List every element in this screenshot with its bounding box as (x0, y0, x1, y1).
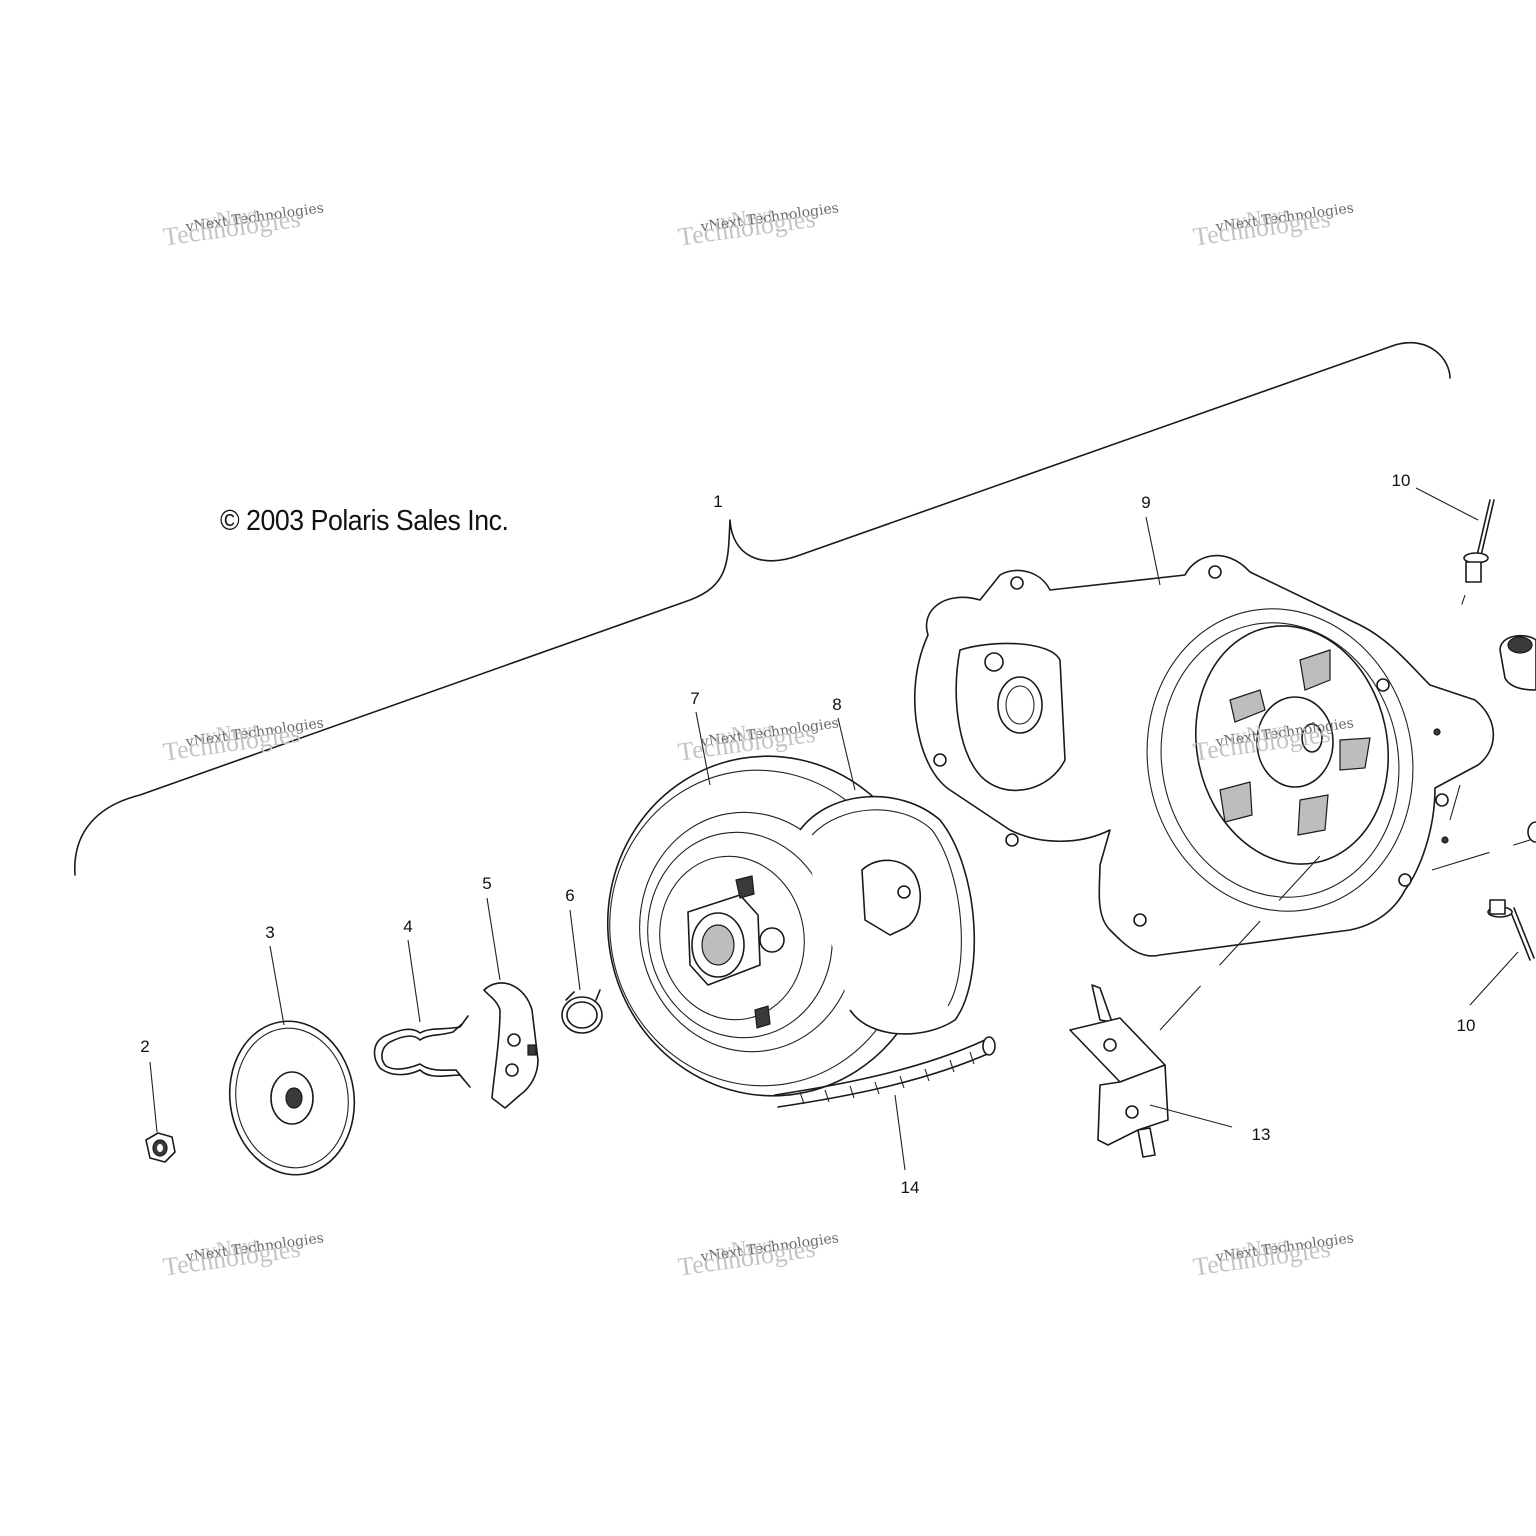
callout-14: 14 (900, 1178, 920, 1197)
leader-8 (837, 717, 856, 791)
leader-2 (149, 1061, 158, 1133)
part-clip-spring (373, 1015, 471, 1088)
leader-9 (1145, 516, 1161, 586)
part-bushing (1499, 634, 1536, 691)
callout-1: 1 (713, 492, 723, 511)
leader-6 (569, 909, 581, 991)
callout-2: 2 (140, 1037, 150, 1056)
part-rivet-lower (1487, 899, 1535, 961)
part-recoil-housing (914, 554, 1495, 957)
callout-6: 6 (565, 886, 575, 905)
part-pawl (483, 982, 539, 1109)
assembly-bracket (74, 342, 1451, 876)
copyright-notice: © 2003 Polaris Sales Inc. (220, 505, 509, 537)
part-spring-disc (799, 795, 975, 1035)
leader-5 (486, 897, 501, 981)
leader-7 (695, 711, 711, 786)
leader-14 (894, 1094, 906, 1171)
callout-5: 5 (482, 874, 492, 893)
callout-10-upper: 10 (1391, 471, 1411, 490)
leader-13 (1149, 1104, 1233, 1128)
part-mounting-bracket (1069, 984, 1169, 1158)
callout-8: 8 (832, 695, 842, 714)
leader-10b (1469, 951, 1519, 1006)
part-cover-plate (228, 1020, 356, 1176)
callout-7: 7 (690, 689, 700, 708)
leader-4 (407, 939, 421, 1023)
callout-10-lower: 10 (1456, 1016, 1476, 1035)
part-coil-spring (561, 989, 603, 1034)
part-washer-edge (1527, 821, 1536, 843)
callout-13: 13 (1251, 1125, 1271, 1144)
part-hex-nut (145, 1132, 176, 1163)
callout-9: 9 (1141, 493, 1151, 512)
part-starter-rope (774, 1036, 996, 1108)
callout-4: 4 (403, 917, 413, 936)
leader-3 (269, 945, 285, 1026)
callout-3: 3 (265, 923, 275, 942)
part-rivet-upper (1459, 499, 1495, 611)
leader-10a (1415, 487, 1479, 521)
